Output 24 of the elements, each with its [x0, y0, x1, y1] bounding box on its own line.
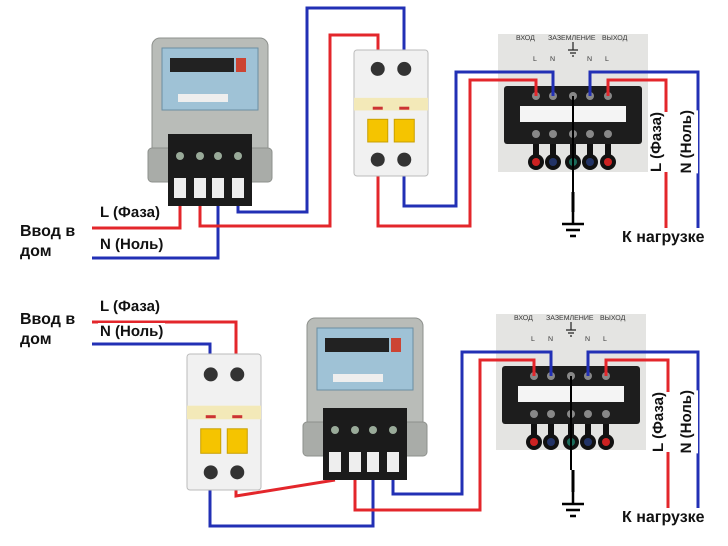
wire-label: N (Ноль) — [98, 323, 166, 341]
wire — [392, 350, 496, 496]
wire-end-label: Ввод в дом — [20, 310, 76, 350]
wire-end-label: К нагрузке — [622, 228, 706, 248]
wire-label: L (Фаза) — [98, 298, 162, 316]
wire — [646, 350, 700, 508]
wire — [572, 192, 574, 212]
wire — [236, 6, 406, 214]
wire — [234, 478, 336, 498]
wire — [402, 70, 498, 208]
wire-end-label: К нагрузке — [622, 508, 706, 528]
wire — [376, 78, 498, 228]
wire — [92, 206, 182, 230]
wire — [92, 342, 212, 354]
wire — [572, 470, 574, 492]
wire — [92, 206, 220, 260]
wire-label: L (Фаза) — [98, 204, 162, 222]
wire — [208, 480, 374, 528]
wire — [92, 320, 238, 354]
wire — [354, 358, 496, 512]
wire-end-label: Ввод в дом — [20, 222, 76, 262]
wire-label: N (Ноль) — [98, 236, 166, 254]
wire — [198, 34, 380, 228]
wire — [648, 70, 700, 228]
